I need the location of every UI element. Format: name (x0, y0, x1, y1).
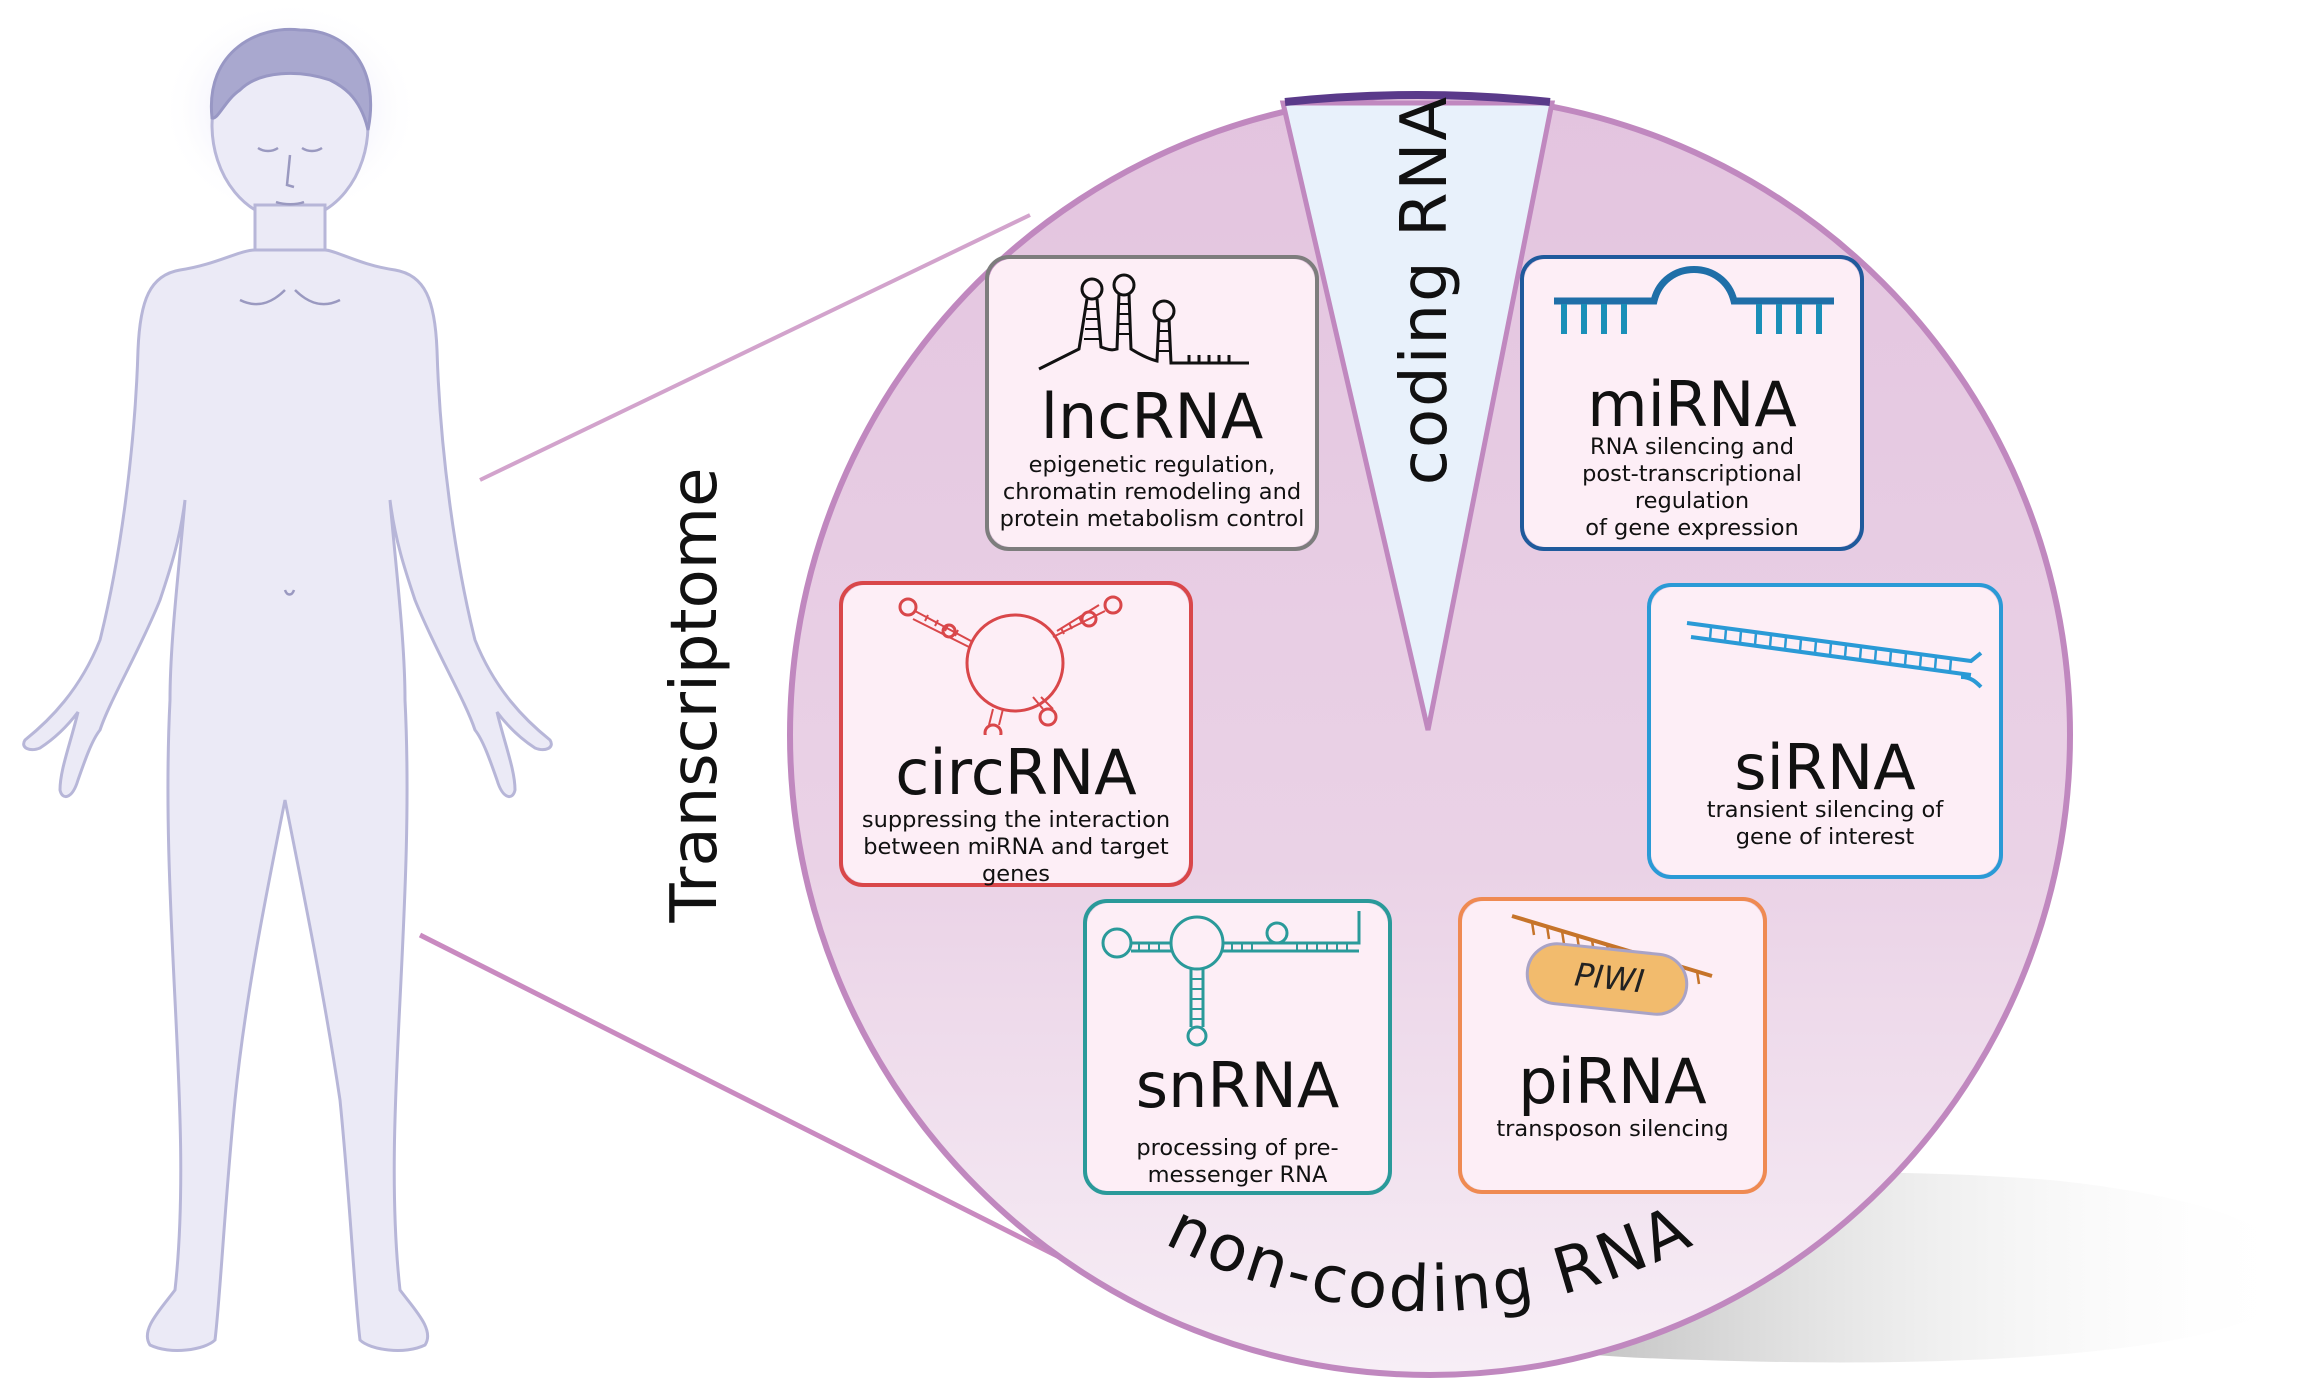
coding-rna-wedge (1279, 100, 1556, 731)
circrna-box-border (839, 581, 1193, 887)
sirna-box: siRNA transient silencing of gene of int… (1651, 587, 1999, 875)
pirna-box: PIWI piRNA transposon silencing (1462, 901, 1763, 1190)
lncrna-description: epigenetic regulation, chromatin remodel… (999, 452, 1305, 532)
pirna-name: piRNA (1518, 1045, 1707, 1118)
circrna-box: circRNA suppressing the interaction betw… (843, 585, 1189, 887)
snrna-structure-icon (1101, 911, 1361, 1047)
mirna-description: RNA silencing and post-transcriptional r… (1582, 434, 1802, 541)
snrna-description: processing of pre- messenger RNA (1136, 1135, 1339, 1188)
pirna-box-border (1458, 897, 1767, 1194)
pirna-piwi-icon (1511, 914, 1713, 1016)
human-silhouette (22, 0, 553, 1352)
pirna-description: transposon silencing (1496, 1116, 1729, 1142)
circrna-name: circRNA (895, 736, 1137, 809)
sirna-description: transient silencing of gene of interest (1706, 797, 1944, 850)
lncrna-structure-icon (1038, 273, 1249, 371)
zoom-lines (418, 213, 1097, 1278)
sirna-duplex-icon (1686, 621, 1983, 689)
circrna-structure-icon (898, 595, 1123, 735)
lncrna-box-border (985, 255, 1319, 551)
coding-rna-label: coding RNA (1388, 94, 1462, 486)
lncrna-name: lncRNA (1040, 380, 1264, 453)
snrna-box-border (1083, 899, 1392, 1195)
lncrna-box: lncRNA epigenetic regulation, chromatin … (989, 259, 1315, 547)
mirna-box: miRNA RNA silencing and post-transcripti… (1524, 259, 1860, 547)
mirna-duplex-icon (1554, 266, 1834, 334)
transcriptome-label: Transcriptome (658, 467, 732, 923)
mirna-name: miRNA (1587, 368, 1797, 441)
snrna-box: snRNA processing of pre- messenger RNA (1087, 903, 1388, 1191)
coding-rna-arc (1284, 91, 1551, 106)
sirna-name: siRNA (1734, 731, 1916, 804)
snrna-name: snRNA (1135, 1049, 1340, 1122)
mirna-box-border (1520, 255, 1864, 551)
sirna-box-border (1647, 583, 2003, 879)
circrna-description: suppressing the interaction between miRN… (861, 807, 1171, 887)
